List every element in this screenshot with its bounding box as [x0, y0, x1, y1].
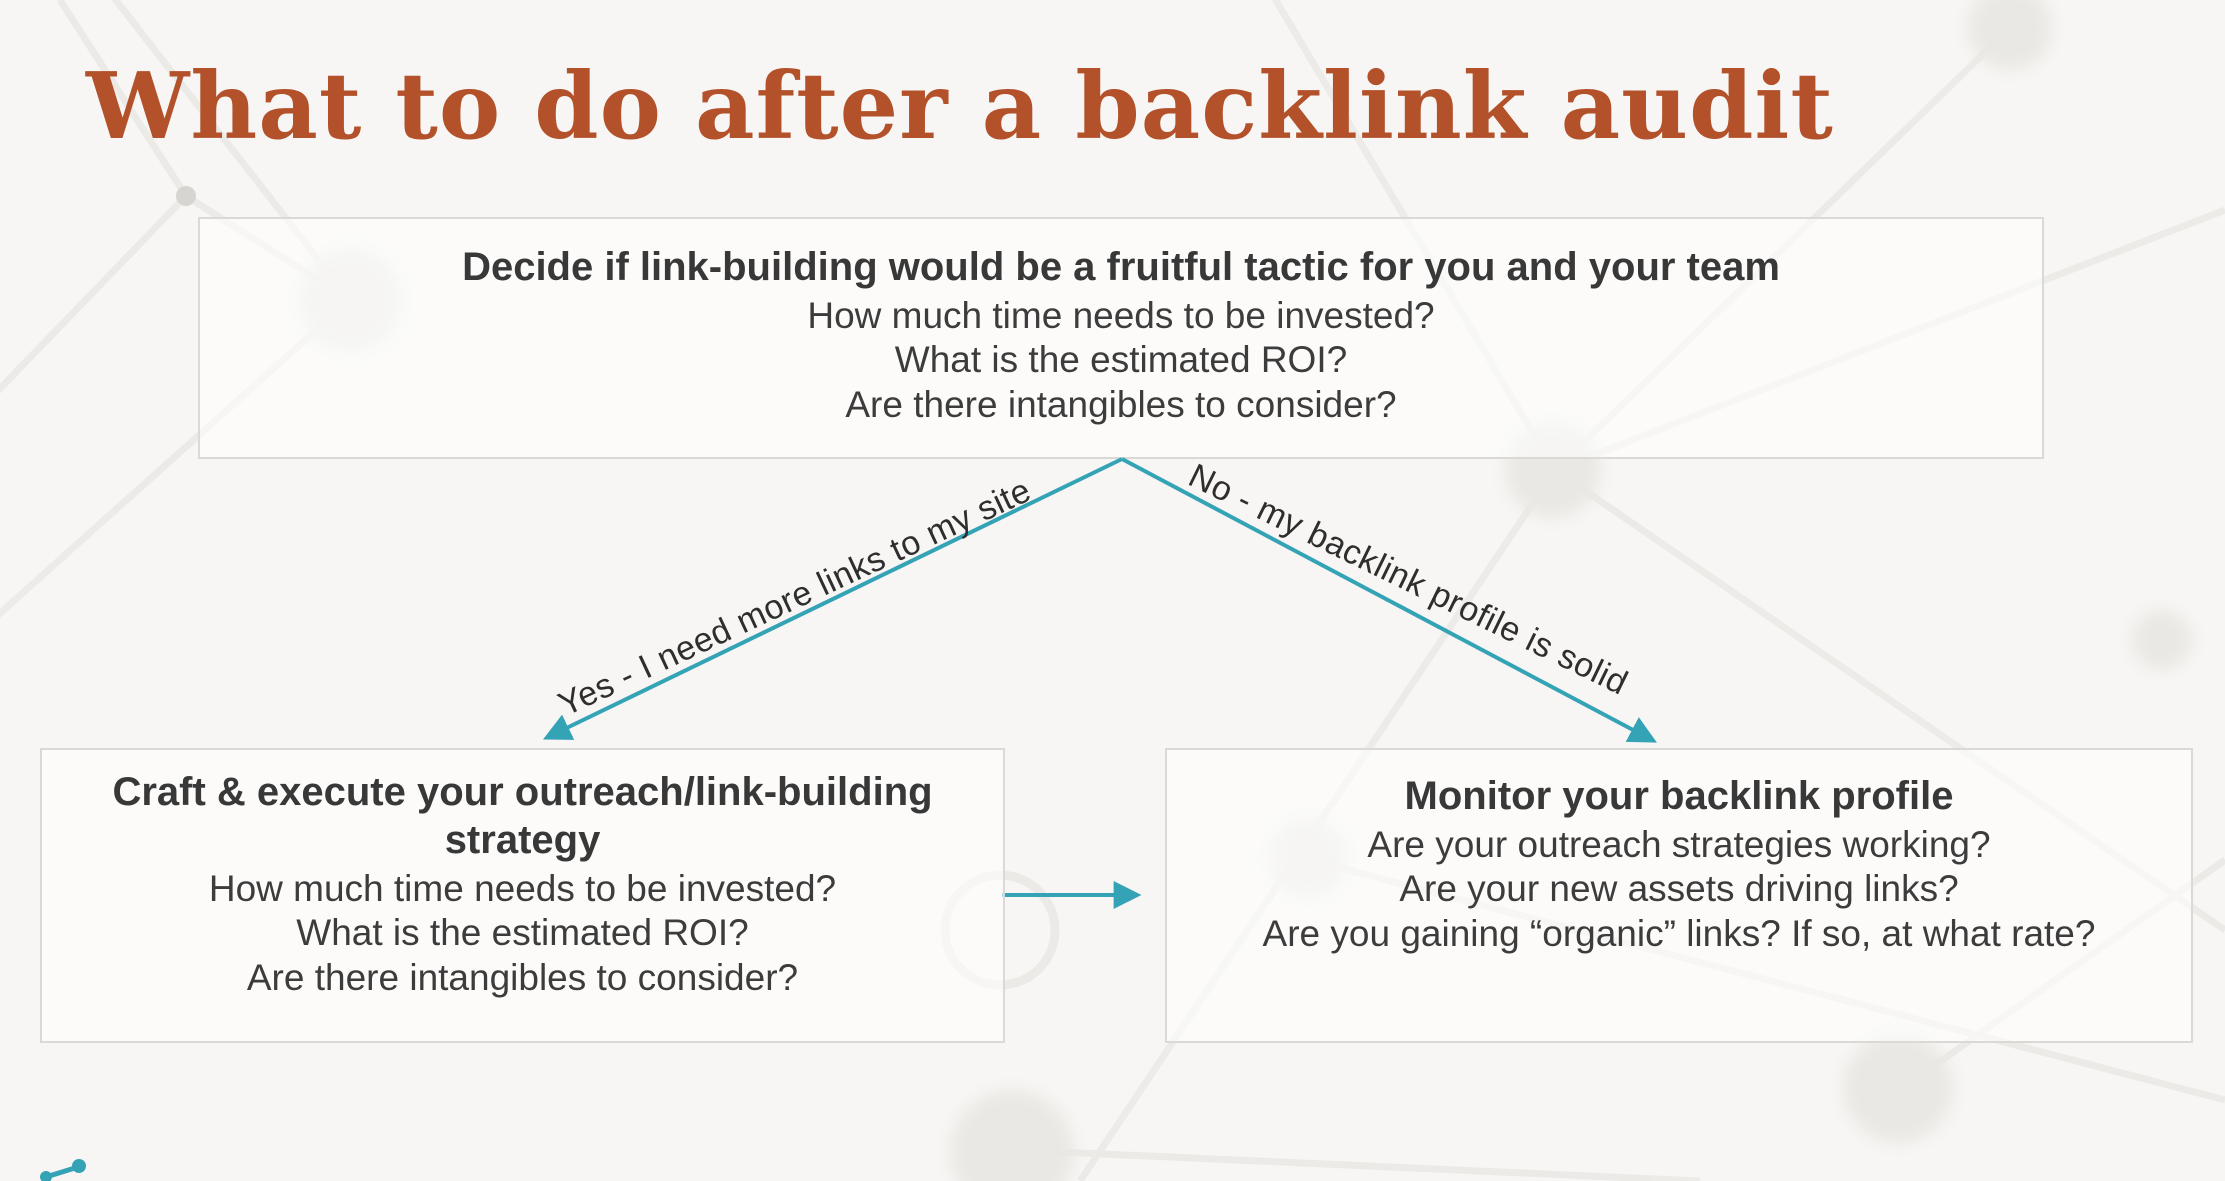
- outreach-box-question-2: What is the estimated ROI?: [296, 912, 749, 954]
- yes-branch-arrow: [542, 457, 1123, 740]
- monitor-box-question-3: Are you gaining “organic” links? If so, …: [1262, 912, 2096, 954]
- decision-box-heading: Decide if link-building would be a fruit…: [462, 245, 1780, 289]
- decision-box: Decide if link-building would be a fruit…: [198, 217, 2044, 459]
- logo-mark-dot-right: [72, 1159, 86, 1173]
- monitor-box-question-1: Are your outreach strategies working?: [1367, 824, 1991, 865]
- page-title: What to do after a backlink audit: [86, 52, 1834, 160]
- decision-box-question-1: How much time needs to be invested?: [807, 295, 1435, 336]
- decision-box-question-3: Are there intangibles to consider?: [845, 383, 1397, 425]
- monitor-box-question-2: Are your new assets driving links?: [1399, 868, 1959, 910]
- outreach-box: Craft & execute your outreach/link-build…: [40, 748, 1005, 1043]
- outreach-box-question-1: How much time needs to be invested?: [208, 868, 837, 909]
- monitor-box-heading: Monitor your backlink profile: [1404, 774, 1954, 818]
- no-branch-arrow: [1121, 457, 1657, 743]
- outreach-box-question-3: Are there intangibles to consider?: [246, 956, 799, 998]
- outreach-box-heading: Craft & execute your outreach/link-build…: [112, 770, 933, 862]
- logo-mark-dot-left: [40, 1171, 52, 1181]
- background-dot: [176, 186, 196, 206]
- decision-box-question-2: What is the estimated ROI?: [894, 339, 1348, 381]
- logo-mark: [40, 1159, 86, 1181]
- monitor-box: Monitor your backlink profile Are your o…: [1165, 748, 2193, 1043]
